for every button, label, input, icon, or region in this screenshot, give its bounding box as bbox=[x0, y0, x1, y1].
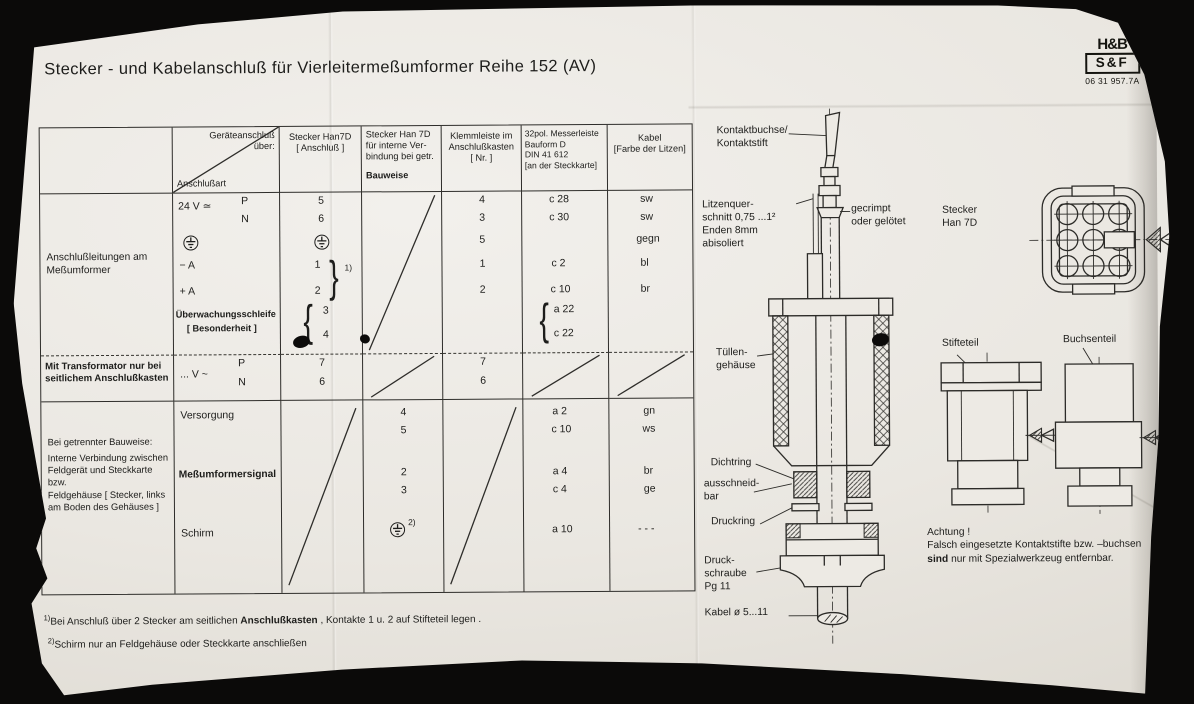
footnote-2: 2)Schirm nur an Feldgehäuse oder Steckka… bbox=[48, 622, 307, 652]
label-druckschraube: Druck- schraube Pg 11 bbox=[704, 555, 747, 594]
han7d-connector-face bbox=[1029, 185, 1175, 294]
row1-klemmleiste-cell: 4 3 5 1 2 bbox=[442, 191, 523, 353]
header-stecker-intern: Stecker Han 7D für interne Ver- bindung … bbox=[362, 126, 442, 192]
header-anschlussart: Anschlußart bbox=[177, 178, 226, 190]
earth-ground-icon bbox=[183, 235, 198, 250]
row1-kabel-cell: sw sw gegn bl br bbox=[608, 190, 693, 353]
buchsenteil-drawing bbox=[1055, 348, 1170, 515]
earth-ground-icon bbox=[314, 235, 329, 250]
diagonal-line bbox=[523, 353, 608, 399]
row1-messerleiste-cell: c 28 c 30 c 2 c 10 { a 22 c 22 bbox=[522, 191, 609, 354]
document-number: 06 31 957.7A bbox=[1070, 75, 1154, 86]
cable-gland-cutaway bbox=[752, 108, 895, 644]
technical-drawings bbox=[694, 101, 1177, 654]
diagonal-line bbox=[363, 354, 442, 399]
brace-left: { bbox=[539, 299, 549, 341]
header-klemmleiste: Klemmleiste im Anschlußkasten [ Nr. ] bbox=[442, 125, 522, 191]
earth-ground-icon bbox=[390, 522, 405, 537]
brace-right: } bbox=[329, 257, 339, 299]
label-stecker-han7d: Stecker Han 7D bbox=[942, 205, 977, 231]
row2-anschlussart-cell: ... V ~ P N bbox=[174, 355, 281, 402]
label-litzenquerschnitt: Litzenquer- schnitt 0,75 ...1² Enden 8mm… bbox=[702, 199, 776, 251]
header-geraeteanschluss: Geräteanschluß über: bbox=[209, 130, 275, 153]
row2-han7d-cell: 7 6 bbox=[281, 354, 363, 401]
row3-klemmleiste-cell bbox=[443, 399, 524, 591]
row1-anschlussart-cell: 24 V ≃ P N − A + A Überwachungsschleife … bbox=[173, 193, 281, 356]
header-anschlussart-cell: Geräteanschluß über: Anschlußart bbox=[173, 127, 280, 194]
row2-label-cell: Mit Transformator nur bei seitlichem Ans… bbox=[41, 356, 174, 403]
achtung-note: Achtung ! Falsch eingesetzte Kontaktstif… bbox=[927, 525, 1157, 567]
diagonal-line bbox=[362, 192, 442, 353]
label-kontaktbuchse: Kontaktbuchse/ Kontaktstift bbox=[717, 125, 788, 151]
connection-table: Geräteanschluß über: Anschlußart Stecker… bbox=[39, 123, 696, 595]
row3-kabel-cell: gn ws br ge - - - bbox=[609, 398, 694, 591]
row2-klemmleiste-cell: 7 6 bbox=[443, 353, 523, 399]
label-dichtring: Dichtring bbox=[711, 457, 752, 470]
label-stifteteil: Stifteteil bbox=[942, 338, 979, 351]
row3-intern-cell: 4 5 2 3 2) bbox=[363, 400, 444, 592]
header-stecker-han7d: Stecker Han7D [ Anschluß ] bbox=[280, 126, 362, 192]
logo-sf-box: S&F bbox=[1085, 53, 1140, 74]
label-gecrimpt: gecrimpt oder gelötet bbox=[851, 203, 906, 229]
document-title: Stecker - und Kabelanschluß für Vierleit… bbox=[44, 56, 596, 80]
row2-intern-cell bbox=[363, 354, 443, 400]
achtung-title: Achtung ! bbox=[927, 525, 1157, 540]
diagonal-line bbox=[281, 400, 363, 592]
label-druckring: Druckring bbox=[711, 516, 755, 529]
label-ausschneidbar: ausschneid- bar bbox=[704, 478, 760, 504]
row3-label-cell: Bei getrennter Bauweise: Interne Verbind… bbox=[41, 402, 175, 595]
diagonal-line bbox=[609, 352, 693, 398]
logo-hb-mark: H&B bbox=[1070, 37, 1154, 53]
row1-intern-cell bbox=[362, 192, 443, 354]
row1-han7d-cell: 5 6 1 2 } 1) { 3 4 bbox=[280, 192, 363, 354]
label-buchsenteil: Buchsenteil bbox=[1063, 334, 1116, 347]
manufacturer-logo: H&B S&F 06 31 957.7A bbox=[1070, 37, 1154, 86]
stifteteil-drawing bbox=[941, 352, 1058, 513]
row3-messerleiste-cell: a 2 c 10 a 4 c 4 a 10 bbox=[523, 399, 610, 592]
label-tuellengehaeuse: Tüllen- gehäuse bbox=[716, 347, 756, 373]
diagonal-line bbox=[443, 399, 523, 591]
row2-kabel-cell bbox=[609, 352, 693, 399]
header-kabel: Kabel [Farbe der Litzen] bbox=[608, 124, 692, 191]
header-empty-cell bbox=[40, 128, 173, 195]
header-messerleiste: 32pol. Messerleiste Bauform D DIN 41 612… bbox=[522, 125, 608, 192]
row3-han7d-cell bbox=[281, 400, 364, 592]
row1-label-cell: Anschlußleitungen am Meßumformer bbox=[40, 194, 174, 357]
label-kabel-durchmesser: Kabel ø 5...11 bbox=[705, 607, 768, 620]
row3-anschlussart-cell: Versorgung Meßumformersignal Schirm bbox=[174, 401, 282, 594]
row2-messerleiste-cell bbox=[523, 353, 609, 400]
